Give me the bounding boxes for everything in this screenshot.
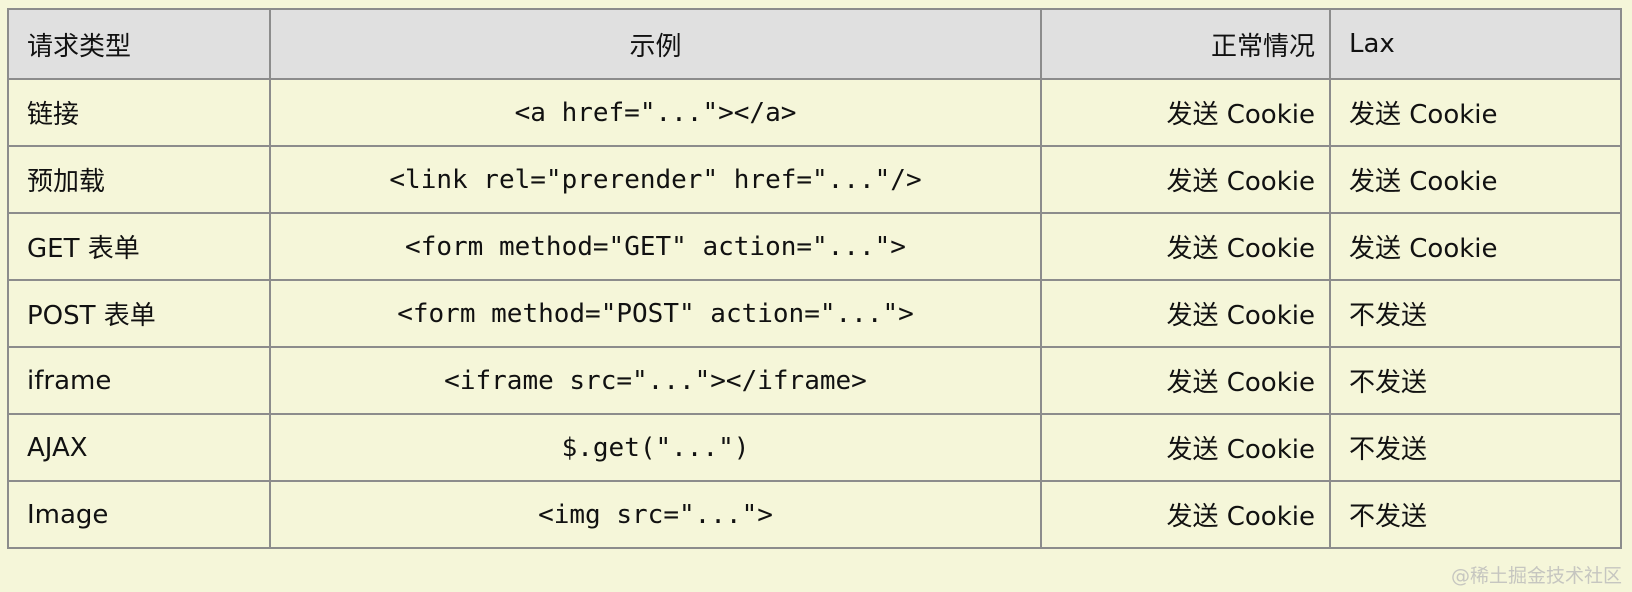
watermark-label: @稀土掘金技术社区 [1450,565,1622,587]
table-row: GET 表单 <form method="GET" action="..."> … [7,212,1622,281]
cell-request-type: AJAX [7,413,271,482]
table-row: 链接 <a href="..."></a> 发送 Cookie 发送 Cooki… [7,78,1622,147]
table-row: 预加载 <link rel="prerender" href="..."/> 发… [7,145,1622,214]
cell-example: <form method="GET" action="..."> [269,212,1042,281]
cell-normal: 发送 Cookie [1040,279,1331,348]
cell-request-type: Image [7,480,271,549]
table-row: POST 表单 <form method="POST" action="..."… [7,279,1622,348]
header-normal: 正常情况 [1040,8,1331,80]
header-example: 示例 [269,8,1042,80]
cookie-samesite-table: 请求类型 示例 正常情况 Lax 链接 <a href="..."></a> 发… [7,8,1622,549]
table-row: Image <img src="..."> 发送 Cookie 不发送 [7,480,1622,549]
cell-example: <a href="..."></a> [269,78,1042,147]
cell-normal: 发送 Cookie [1040,413,1331,482]
cell-request-type: POST 表单 [7,279,271,348]
cell-request-type: GET 表单 [7,212,271,281]
cell-example: <img src="..."> [269,480,1042,549]
cell-normal: 发送 Cookie [1040,78,1331,147]
cell-lax: 不发送 [1329,346,1622,415]
cell-normal: 发送 Cookie [1040,145,1331,214]
table-row: AJAX $.get("...") 发送 Cookie 不发送 [7,413,1622,482]
table-row: iframe <iframe src="..."></iframe> 发送 Co… [7,346,1622,415]
cell-normal: 发送 Cookie [1040,480,1331,549]
cell-lax: 发送 Cookie [1329,78,1622,147]
cell-example: <iframe src="..."></iframe> [269,346,1042,415]
cell-example: <form method="POST" action="..."> [269,279,1042,348]
header-row: 请求类型 示例 正常情况 Lax [7,8,1622,80]
cell-example: <link rel="prerender" href="..."/> [269,145,1042,214]
cell-example: $.get("...") [269,413,1042,482]
cell-lax: 不发送 [1329,279,1622,348]
header-lax: Lax [1329,8,1622,80]
cell-normal: 发送 Cookie [1040,212,1331,281]
cell-request-type: 预加载 [7,145,271,214]
cell-request-type: iframe [7,346,271,415]
cell-request-type: 链接 [7,78,271,147]
cell-lax: 发送 Cookie [1329,145,1622,214]
cell-lax: 发送 Cookie [1329,212,1622,281]
header-request-type: 请求类型 [7,8,271,80]
cell-lax: 不发送 [1329,413,1622,482]
cell-normal: 发送 Cookie [1040,346,1331,415]
cell-lax: 不发送 [1329,480,1622,549]
